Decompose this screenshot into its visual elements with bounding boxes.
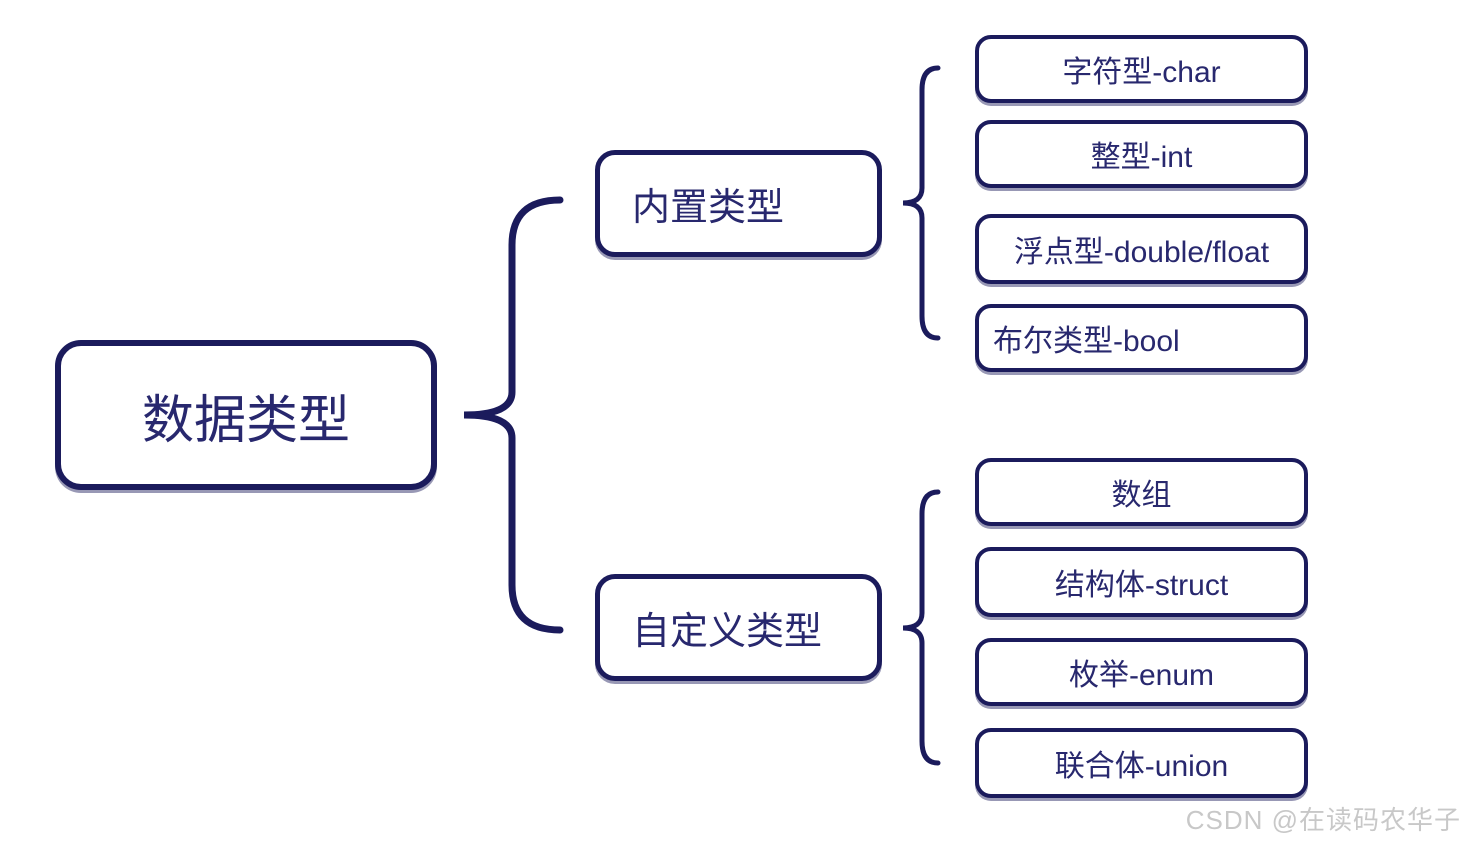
node-char: 字符型-char (975, 35, 1308, 103)
node-char-label: 字符型-char (1062, 56, 1221, 89)
node-enum-label: 枚举-enum (1068, 659, 1215, 692)
node-data-types: 数据类型 (55, 340, 437, 490)
csdn-watermark: CSDN @在读码农华子 (1185, 805, 1461, 835)
node-data-types-label: 数据类型 (141, 391, 350, 450)
node-float: 浮点型-double/float (975, 214, 1308, 284)
node-bool-label: 布尔类型-bool (993, 325, 1180, 358)
brace-builtin-children (902, 65, 941, 341)
node-enum: 枚举-enum (975, 638, 1308, 706)
node-union: 联合体-union (975, 728, 1308, 798)
node-int-label: 整型-int (1090, 141, 1193, 174)
node-union-label: 联合体-union (1054, 750, 1229, 783)
node-custom-types-label: 自定义类型 (632, 611, 823, 653)
node-float-label: 浮点型-double/float (1013, 236, 1270, 269)
node-custom-types: 自定义类型 (595, 574, 882, 681)
brace-custom-children (902, 489, 941, 766)
node-array-label: 数组 (1111, 479, 1172, 512)
node-builtin-types: 内置类型 (595, 150, 882, 257)
node-bool: 布尔类型-bool (975, 304, 1308, 372)
node-struct: 结构体-struct (975, 547, 1308, 617)
brace-root-to-branches (463, 196, 564, 634)
node-builtin-types-label: 内置类型 (632, 187, 785, 229)
node-int: 整型-int (975, 120, 1308, 188)
node-array: 数组 (975, 458, 1308, 526)
node-struct-label: 结构体-struct (1054, 569, 1229, 602)
